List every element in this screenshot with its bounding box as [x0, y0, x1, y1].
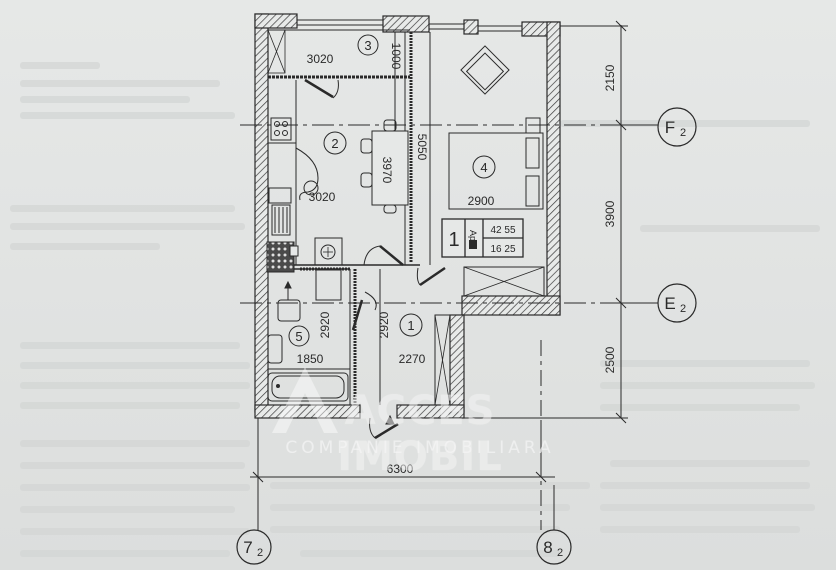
cabinet-icon	[315, 269, 342, 301]
svg-text:E: E	[664, 294, 675, 313]
room-marker-2: 2	[323, 131, 347, 155]
windows	[268, 19, 522, 32]
room4-height: 5050	[415, 134, 429, 161]
svg-text:2: 2	[557, 547, 563, 559]
door-kitchen	[379, 245, 404, 266]
room-marker-1: 1	[399, 313, 423, 337]
room2-height: 3970	[380, 157, 394, 184]
svg-text:5: 5	[295, 329, 302, 344]
svg-text:F: F	[665, 118, 675, 137]
entrance-arrow-icon	[385, 414, 395, 425]
furniture	[266, 45, 541, 402]
dim-3900: 3900	[603, 200, 617, 227]
room2-width: 3020	[309, 190, 336, 204]
svg-text:2: 2	[680, 303, 686, 315]
pillow-icon	[525, 175, 540, 207]
pillow-icon	[525, 137, 540, 169]
dim-2500: 2500	[603, 346, 617, 373]
washing-machine-icon	[314, 237, 343, 266]
room3-height: 1000	[389, 43, 403, 70]
sink-icon	[268, 187, 292, 204]
toilet-icon	[277, 299, 301, 322]
axis-bubbles: F 2 E 2 7 2 8 2	[236, 107, 697, 565]
room-markers: 3 2 4 1 5	[288, 34, 496, 347]
svg-text:3: 3	[364, 38, 371, 53]
svg-text:4: 4	[480, 160, 487, 175]
dining-table-icon	[371, 130, 409, 206]
room3-width: 3020	[307, 52, 334, 66]
room-marker-3: 3	[357, 34, 379, 56]
bathroom-sink-icon	[267, 334, 283, 364]
chair-icon	[360, 172, 373, 188]
room4-width: 2900	[468, 194, 495, 208]
svg-text:2: 2	[331, 136, 338, 151]
living-area: 16 25	[490, 244, 515, 255]
chair-icon	[360, 138, 373, 154]
room-dimensions: 3020 1000 3020 3970 5050 2900 1850 2920 …	[297, 43, 495, 366]
armchair-icon	[460, 45, 510, 95]
axis-bubble-8: 8 2	[536, 485, 572, 565]
apartment-stamp: 1 Ap. 42 55 16 25	[441, 218, 524, 258]
door-loggia	[304, 78, 334, 99]
interior-walls	[267, 29, 545, 406]
room5-width: 1850	[297, 352, 324, 366]
door-bathroom	[351, 299, 364, 331]
svg-text:1: 1	[407, 318, 414, 333]
kitchen-chair-icon	[295, 147, 319, 201]
room-marker-4: 4	[472, 155, 496, 179]
room1-height: 2920	[377, 311, 391, 338]
svg-text:2: 2	[680, 127, 686, 139]
axis-bubble-e2: E 2	[621, 283, 697, 323]
axis-bubble-f2: F 2	[621, 107, 697, 147]
overall-dimensions: 2150 3900 2500 6300	[387, 64, 617, 476]
chair-icon	[383, 119, 397, 132]
axis-lines	[240, 124, 655, 530]
apartment-type-label: Ap.	[468, 230, 478, 244]
stove-icon	[270, 117, 292, 141]
room5-height: 2920	[318, 311, 332, 338]
doors	[304, 78, 446, 440]
svg-text:8: 8	[543, 538, 552, 557]
bathtub-icon	[267, 372, 349, 402]
svg-text:7: 7	[243, 538, 252, 557]
dim-6300: 6300	[387, 462, 414, 476]
room1-width: 2270	[399, 352, 426, 366]
axis-bubble-7: 7 2	[236, 529, 272, 565]
door-entrance	[374, 422, 399, 440]
dish-drainer-icon	[271, 204, 291, 236]
watermark-logo-icon	[272, 367, 338, 433]
room-marker-5: 5	[288, 325, 310, 347]
apartment-number: 1	[448, 229, 459, 251]
exterior-walls	[254, 13, 561, 419]
stamp-mark-icon	[469, 240, 477, 249]
svg-text:2: 2	[257, 547, 263, 559]
total-area: 42 55	[490, 225, 515, 236]
dim-2150: 2150	[603, 64, 617, 91]
chair-icon	[383, 204, 397, 214]
door-living	[419, 266, 446, 287]
